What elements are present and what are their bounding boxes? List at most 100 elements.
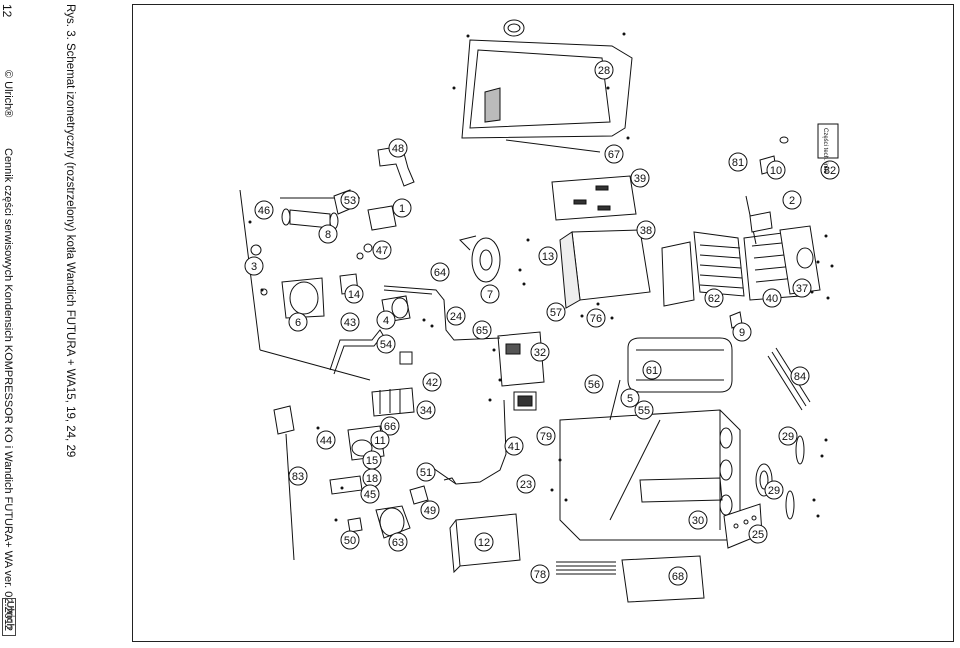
page-sidebar: 12 Rys. 3. Schemat izometryczny (rozstrz… [0, 0, 120, 648]
callout-84: 84 [790, 366, 810, 386]
callout-3: 3 [244, 256, 264, 276]
callout-51: 51 [416, 462, 436, 482]
brand-logo: Ulrich [2, 598, 16, 636]
svg-text:11: 11 [374, 435, 385, 447]
callout-81: 81 [728, 152, 748, 172]
svg-text:78: 78 [534, 569, 546, 581]
svg-text:30: 30 [692, 515, 704, 527]
callout-61: 61 [642, 360, 662, 380]
callout-82: 82 [820, 160, 840, 180]
svg-text:67: 67 [608, 149, 620, 161]
callout-23: 23 [516, 474, 536, 494]
callout-63: 63 [388, 532, 408, 552]
svg-text:79: 79 [540, 431, 552, 443]
callout-12: 12 [474, 532, 494, 552]
svg-text:49: 49 [424, 505, 436, 517]
callout-5: 5 [620, 388, 640, 408]
callout-8: 8 [318, 224, 338, 244]
svg-text:62: 62 [708, 293, 720, 305]
svg-text:44: 44 [320, 435, 332, 447]
svg-text:50: 50 [344, 535, 356, 547]
svg-text:9: 9 [739, 327, 745, 339]
front-cover-panel [461, 19, 633, 153]
svg-text:57: 57 [550, 307, 562, 319]
callout-54: 54 [376, 334, 396, 354]
svg-text:54: 54 [380, 339, 392, 351]
callout-79: 79 [536, 426, 556, 446]
svg-text:25: 25 [752, 529, 764, 541]
svg-text:37: 37 [796, 283, 808, 295]
svg-text:2: 2 [789, 195, 795, 207]
tag-82-label: Części tech. inne [822, 128, 828, 174]
callout-68: 68 [668, 566, 688, 586]
callout-24: 24 [446, 306, 466, 326]
callout-43: 43 [340, 312, 360, 332]
callout-7: 7 [480, 284, 500, 304]
callout-2: 2 [782, 190, 802, 210]
svg-text:53: 53 [344, 195, 356, 207]
callout-29a: 29 [778, 426, 798, 446]
callout-44: 44 [316, 430, 336, 450]
fan-assembly-40 [743, 225, 821, 301]
svg-text:13: 13 [542, 251, 554, 263]
svg-text:81: 81 [732, 157, 744, 169]
callout-46: 46 [254, 200, 274, 220]
callout-78: 78 [530, 564, 550, 584]
svg-text:7: 7 [487, 289, 493, 301]
svg-text:1: 1 [399, 203, 405, 215]
svg-text:38: 38 [640, 225, 652, 237]
plate-exchanger-34 [371, 351, 415, 417]
fan-7 [459, 235, 501, 283]
heat-exchanger-62 [661, 231, 745, 307]
bottom-plate-68 [621, 555, 705, 603]
svg-text:84: 84 [794, 371, 806, 383]
svg-text:48: 48 [392, 143, 404, 155]
svg-text:40: 40 [766, 293, 778, 305]
diagram-frame [132, 4, 954, 642]
callout-62: 62 [704, 288, 724, 308]
callout-13: 13 [538, 246, 558, 266]
callout-47: 47 [372, 240, 392, 260]
control-board-32 [497, 331, 545, 411]
callout-10: 10 [766, 160, 786, 180]
svg-text:63: 63 [392, 537, 404, 549]
flange-29 [755, 435, 805, 520]
callout-48: 48 [388, 138, 408, 158]
svg-text:3: 3 [251, 261, 257, 273]
svg-text:29: 29 [782, 431, 794, 443]
svg-text:23: 23 [520, 479, 532, 491]
callout-50: 50 [340, 530, 360, 550]
pipe-24 [383, 285, 501, 341]
rods-78 [556, 561, 616, 575]
svg-text:56: 56 [588, 379, 600, 391]
callout-56: 56 [584, 374, 604, 394]
callout-25: 25 [748, 524, 768, 544]
callout-39: 39 [630, 168, 650, 188]
callout-55: 55 [634, 400, 654, 420]
tag-82 [817, 123, 839, 159]
svg-text:68: 68 [672, 571, 684, 583]
svg-text:55: 55 [638, 405, 650, 417]
svg-text:29: 29 [768, 485, 780, 497]
plug-83 [273, 405, 295, 561]
svg-text:45: 45 [364, 489, 376, 501]
flue-hood-61 [627, 337, 733, 393]
callout-29b: 29 [764, 480, 784, 500]
callout-49: 49 [420, 500, 440, 520]
callout-66: 66 [380, 416, 400, 436]
svg-text:28: 28 [598, 65, 610, 77]
callout-40: 40 [762, 288, 782, 308]
callout-38: 38 [636, 220, 656, 240]
callout-53: 53 [340, 190, 360, 210]
svg-text:51: 51 [420, 467, 432, 479]
svg-text:5: 5 [627, 393, 633, 405]
callout-1: 1 [392, 198, 412, 218]
callout-34: 34 [416, 400, 436, 420]
callout-6: 6 [288, 312, 308, 332]
callout-67: 67 [604, 144, 624, 164]
callout-64: 64 [430, 262, 450, 282]
screws [248, 32, 834, 522]
callout-83: 83 [288, 466, 308, 486]
callout-45: 45 [360, 484, 380, 504]
svg-text:15: 15 [366, 455, 378, 467]
